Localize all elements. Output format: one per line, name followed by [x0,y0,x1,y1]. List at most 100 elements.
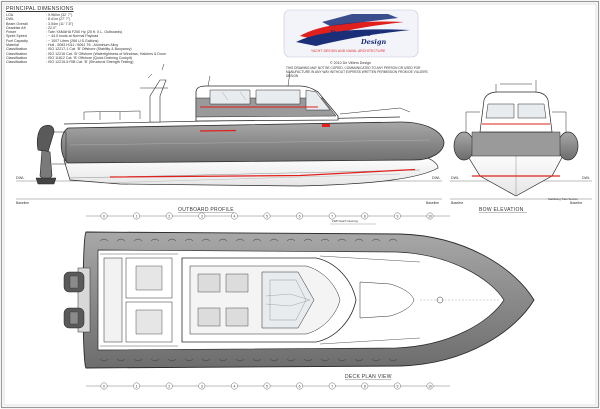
designer-logo: De Villiers Design YACHT DESIGN AND NAVA… [283,9,419,58]
station-number: 5 [266,384,268,388]
bow-dwl-label-left: DWL [451,176,459,180]
dimension-value: : ISO 12216 Cat. 'B' Offshore (Watertigh… [46,51,166,56]
copyright-text: © 2010 De Villiers Design [330,61,371,65]
drawing-notice: THIS DRAWING MAY NOT BE COPIED, COMMUNIC… [286,66,428,78]
tube-handle [337,358,347,362]
station-number: 10 [428,384,432,388]
tube-handle [286,238,296,242]
bow-tube-note: Stabilising Tube Section [548,197,578,201]
tube-handle [116,238,126,242]
dimensions-row: Classification: ISO 12217-1 Cat. 'B' Off… [6,47,166,51]
station-marker [230,382,238,390]
bow-arch [495,80,537,92]
dimensions-row: Power: Twin YAMAHA F250 Hp (25 ft. X.L. … [6,30,166,34]
dimension-label: Deadrise Aft [6,25,26,30]
bow-windscreen-port [485,103,515,119]
profile-hull [63,155,439,187]
tube-handle [252,358,262,362]
profile-antennas [140,63,168,89]
deck-seat-1 [197,273,221,293]
deck-console [261,271,315,329]
station-number: 7 [331,384,333,388]
dimension-value: : ISO 11812 Cat. 'B' Offshore (Quick Dra… [46,55,132,60]
tube-handle [167,238,177,242]
tube-handle [99,238,109,242]
deck-seat-4 [225,307,249,327]
dimensions-row: Beam Overall: 3.54m (11' 7.5") [6,22,166,26]
station-marker [328,382,336,390]
bow-deck-band [471,131,561,157]
bow-baseline-label-right: Baseline [570,201,582,205]
profile-tube-seam [69,139,431,146]
deck-fwd-hatch [359,281,415,319]
tube-handle [201,238,211,242]
profile-bow-rail [339,107,411,115]
profile-outboard-engine [35,124,67,185]
dimension-value: : 9.960m (32' 7") [46,13,73,17]
profile-aft-rail [83,110,141,120]
profile-dwl-label-right: DWL [432,176,440,180]
dimensions-row: Sprint Speed: ~ 44.0 knots at Normal Pay… [6,34,166,38]
tube-handle [337,238,347,242]
profile-cabin-detail [221,91,247,101]
tube-handle [320,358,330,362]
dimensions-row: Deadrise Aft : 22.0° [6,26,166,30]
tube-handle [167,358,177,362]
deck-seat-2 [197,307,221,327]
station-marker [165,212,173,220]
station-marker [296,382,303,390]
dimension-value: : ISO 12215-5 RIB Cat. 'B' (Structural S… [46,60,134,65]
deck-grab-rails [100,253,421,347]
deck-outboard-engines [63,271,85,329]
tube-handle [218,238,228,242]
logo-name-line2: Design [360,38,386,46]
tube-handle [286,358,296,362]
dimensions-row: Classification: ISO 12216 Cat. 'B' Offsh… [6,52,166,56]
tube-handle [218,358,228,362]
bow-tube-port [453,131,475,161]
profile-window-fwd [305,89,331,111]
station-number: 0 [103,384,105,388]
station-marker [426,212,434,220]
sheet-inner-border [3,3,597,406]
notice-text: THIS DRAWING MAY NOT BE COPIED, COMMUNIC… [286,66,428,78]
station-marker [165,382,173,390]
dimension-label: Power [6,30,17,35]
logo-tagline: YACHT DESIGN AND NAVAL ARCHITECTURE [311,49,385,53]
dimension-value: : ~ 44.0 knots at Normal Payload [46,34,99,39]
station-marker [328,212,336,220]
tube-handle [184,238,194,242]
tube-handle [252,238,262,242]
dimension-value: : 22.0° [46,25,57,30]
tube-handle [235,238,245,242]
station-number: 5 [266,214,268,218]
station-number: 4 [233,214,235,218]
deck-console-inner [269,279,307,321]
tube-handle [320,238,330,242]
profile-tube-accent [199,129,237,132]
tube-handle [99,358,109,362]
bow-windscreen-starboard [517,103,547,119]
deck-hatches-aft [135,265,163,335]
station-number: 0 [103,214,105,218]
profile-boot-stripe [109,168,416,178]
dimension-label: LOA [6,13,14,17]
station-marker [230,212,238,220]
dimensions-row: Fuel Capacity: ~ 1007 Litres (266 U.S.Ga… [6,39,166,43]
station-number: 9 [396,214,398,218]
engine-leg [39,149,53,183]
bow-hull [463,149,567,197]
tube-handle [269,238,279,242]
dimension-label: Classification [6,47,28,52]
profile-mast [149,79,167,123]
dimensions-row: LOA : 9.960m (32' 7") [6,13,166,17]
deck-aft-bench [103,257,123,343]
station-number: 1 [136,214,138,218]
profile-dwl-label-left: DWL [16,176,24,180]
dimension-value: : 8.41m (27' 7") [46,17,71,22]
station-number: 6 [299,214,301,218]
station-number: 9 [396,384,398,388]
